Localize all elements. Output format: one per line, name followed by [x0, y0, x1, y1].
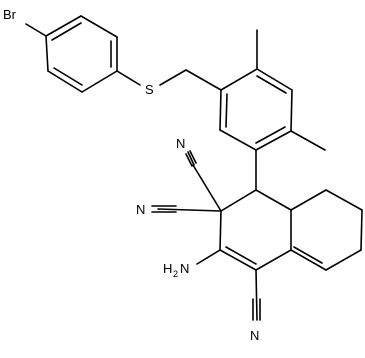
amino-subscript: 2	[173, 269, 178, 279]
ch2-aryl-bond	[185, 69, 222, 91]
amino-nitrogen: N	[180, 261, 189, 276]
c-s-bond	[116, 70, 141, 86]
atom-bromine: Br	[3, 7, 17, 22]
nitrile-upper	[185, 150, 222, 212]
c-br-bond	[25, 23, 47, 37]
nitrile-left	[151, 205, 222, 213]
atom-nitrogen-upper: N	[176, 136, 185, 151]
c-nh2-bond	[196, 249, 221, 265]
methyl-right	[290, 130, 326, 151]
s-ch2-bond	[159, 69, 187, 86]
amino-group-label: H 2 N	[163, 261, 189, 279]
atom-nitrogen-left: N	[136, 202, 145, 217]
amino-hydrogen: H	[163, 261, 172, 276]
atom-sulfur: S	[145, 82, 154, 97]
nitrile-lower	[252, 269, 261, 321]
atom-nitrogen-lower: N	[250, 328, 259, 343]
bromophenyl-ring	[45, 15, 118, 93]
hexahydronaphthalene-core	[219, 189, 363, 271]
dimethylphenyl-ring	[219, 68, 293, 151]
